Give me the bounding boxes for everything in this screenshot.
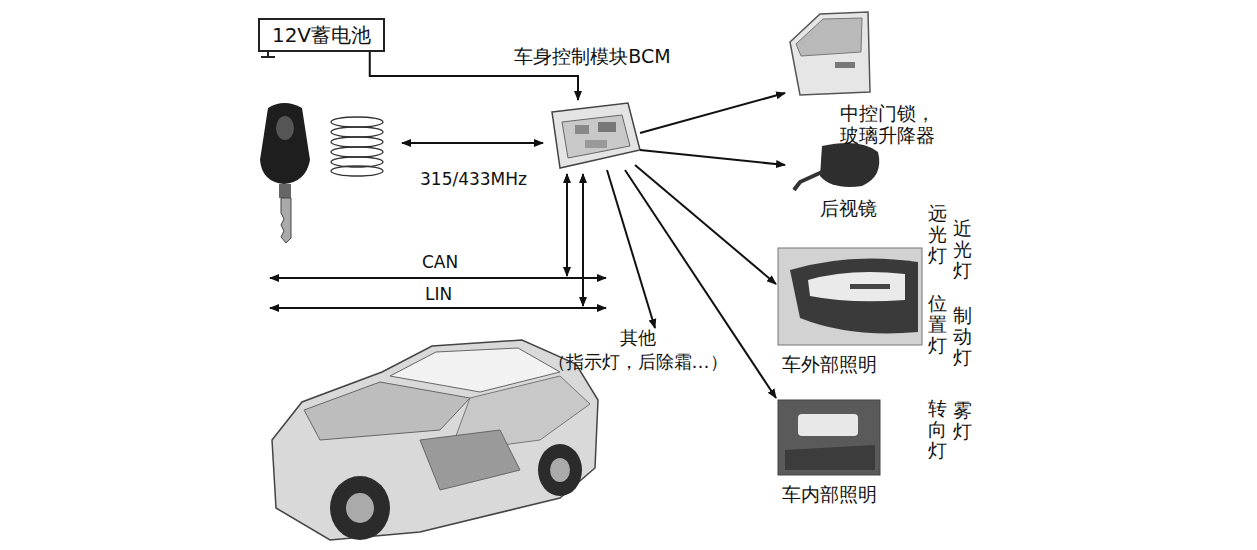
lamp-label: 位置灯 [928,293,947,356]
door-window [796,18,862,56]
door-panel [790,12,870,95]
bus-tap-arrow [566,174,568,276]
node-caption: 中控门锁， 玻璃升降器 [840,103,950,147]
wheel-hub [550,458,570,482]
component-node: 车身控制模块BCM [545,100,640,170]
key-blade [281,198,291,243]
wheel-hub [346,493,374,523]
bcm-connector [585,140,607,148]
bus-tap-arrow [582,174,584,306]
wave [331,127,383,137]
component-node: 其他 （指示灯，后除霜…） [530,328,745,378]
lamp-label: 转向灯 [928,398,947,461]
signal-arrow [640,150,785,165]
lamp-bar [850,284,890,289]
node-caption: 车外部照明 [782,354,877,376]
battery-box: 12V蓄电池 [258,18,385,52]
bcm-board [562,115,630,158]
signal-arrow [607,170,655,328]
car-hood [304,382,470,440]
wave [331,137,383,147]
signal-label: LIN [425,285,452,305]
radio-waves [331,117,383,176]
lamp-label: 雾灯 [953,400,972,442]
wave [331,147,383,157]
mirror-arm [794,172,822,190]
node-caption: 车内部照明 [782,484,877,506]
signal-label: CAN [422,253,458,273]
signal-arrow [635,165,776,284]
car-wheel [330,476,390,540]
mirror-head [820,143,879,187]
node-caption: 车身控制模块BCM [495,46,690,68]
can-bus-line [270,277,606,279]
headlamp-lens [808,272,905,301]
component-node: 后视镜 [785,138,890,223]
node-caption: 后视镜 [820,198,877,220]
bcm-module [552,103,640,168]
signal-arrow [640,93,785,133]
key-fob [260,103,310,243]
component-node: 车内部照明 [776,398,902,508]
node-caption: （指示灯，后除霜…） [530,352,745,373]
exterior-light-photo [778,248,922,345]
wave [331,166,383,176]
component-node: 中控门锁， 玻璃升降器 [785,8,965,150]
interior-light-photo [778,400,880,475]
photo-frame [778,248,922,345]
door-picture [790,12,870,95]
bcm-chip [598,122,616,132]
car-seat [420,430,520,490]
lamp-label: 制动灯 [953,305,972,368]
headlamp-housing [790,258,918,333]
bcm-housing [552,103,640,168]
headliner [785,445,875,470]
lamp-label: 近光灯 [953,218,972,281]
door-handle [835,62,855,68]
wave [331,117,383,127]
signal-label: 315/433MHz [420,170,527,190]
post-foot [261,56,275,58]
photo-frame [778,400,880,475]
key-neck [279,184,291,198]
lamp-label: 远光灯 [928,203,947,266]
node-caption: 12V蓄电池 [270,23,373,47]
dome-lamp [798,414,858,436]
node-caption: 其他 [530,328,745,349]
rf-link-arrow [402,142,543,144]
fob-button [276,116,294,140]
component-node: 车外部照明 [776,246,926,378]
mirror-picture [794,143,879,190]
lin-bus-line [270,307,606,309]
bcm-chip [575,125,589,134]
fob-body [260,103,310,184]
car-wheel [538,444,582,496]
